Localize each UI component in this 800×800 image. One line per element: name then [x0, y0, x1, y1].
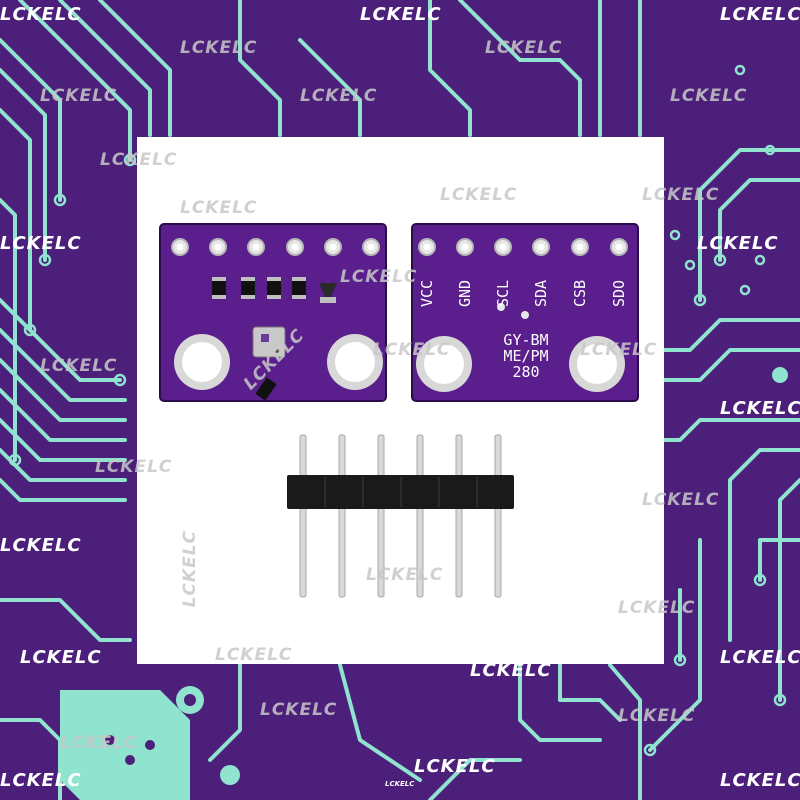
- pin-label-scl: SCL: [494, 280, 512, 307]
- pin-label-sdo: SDO: [610, 280, 628, 307]
- silkscreen-model: GY-BM ME/PM 280: [503, 331, 548, 381]
- pin-label-gnd: GND: [456, 280, 474, 307]
- sensor-board-front: [159, 223, 387, 402]
- silkscreen-line-3: 280: [512, 363, 539, 381]
- product-photo: VCC GND SCL SDA CSB SDO GY-BM ME/PM 280: [159, 223, 639, 598]
- sensor-board-back: VCC GND SCL SDA CSB SDO GY-BM ME/PM 280: [411, 223, 639, 402]
- header-pin: [377, 434, 385, 598]
- header-pin: [338, 434, 346, 598]
- smd-components: [212, 277, 337, 401]
- pin-label-csb: CSB: [571, 280, 589, 307]
- pin-label-vcc: VCC: [418, 280, 436, 307]
- mounting-holes-back: [416, 336, 625, 392]
- mounting-holes-front: [174, 334, 383, 390]
- header-pin: [416, 434, 424, 598]
- silkscreen-line-1: GY-BM: [503, 331, 548, 349]
- pin-labels: VCC GND SCL SDA CSB SDO: [418, 280, 628, 307]
- pin-header: [287, 434, 514, 598]
- header-pin: [455, 434, 463, 598]
- header-pin: [299, 434, 307, 598]
- silkscreen-line-2: ME/PM: [503, 347, 548, 365]
- pin-label-sda: SDA: [532, 280, 550, 307]
- header-pin: [494, 434, 502, 598]
